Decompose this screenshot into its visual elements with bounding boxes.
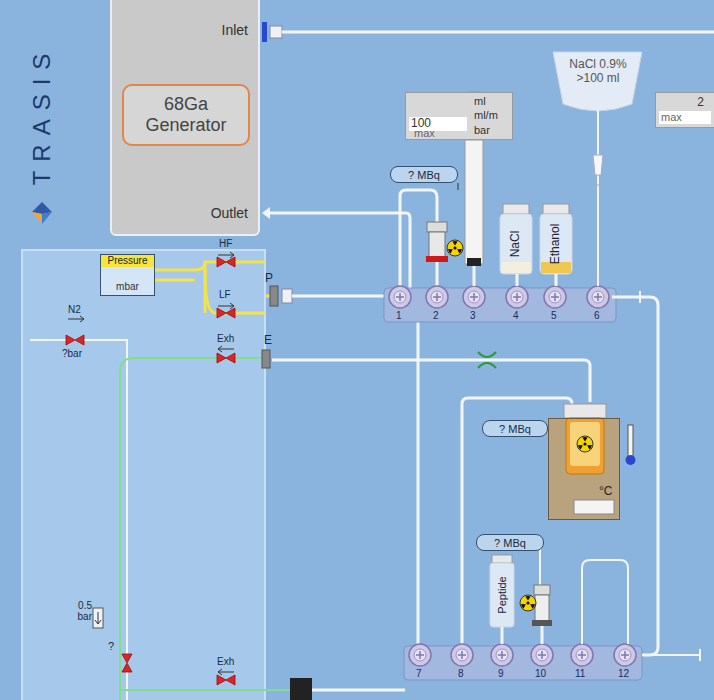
nacl-vial: NaCl — [500, 214, 532, 274]
node-text: ? MBq — [499, 422, 531, 435]
valve-number: 8 — [458, 668, 464, 679]
ethanol-vial: Ethanol — [540, 214, 572, 274]
valve-number: 11 — [575, 668, 585, 679]
node-text: Peptide — [496, 576, 509, 613]
node-text: ? MBq — [408, 168, 440, 181]
syringe-display: 100maxmlml/mbar — [405, 92, 513, 140]
node-text: 68Ga Generator — [130, 94, 242, 135]
node-text: NaCl 0.9% >100 ml — [558, 58, 638, 86]
valve-number: 2 — [433, 310, 439, 321]
node-text: ? MBq — [494, 536, 526, 549]
node-text: Inlet — [222, 22, 248, 38]
generator-name-box: 68Ga Generator — [122, 84, 250, 146]
activity-tag: ? MBq — [476, 534, 544, 551]
gas-name: N2 — [68, 304, 81, 315]
valve-number: 4 — [513, 310, 519, 321]
node-text: Pressure — [101, 255, 154, 267]
node-text: mbar — [101, 281, 154, 293]
valve-number: 5 — [551, 310, 557, 321]
node-text: max — [659, 111, 711, 124]
node-text: ml/m — [474, 109, 498, 122]
node-text: NaCl — [509, 231, 523, 258]
bag-display: 2max — [655, 92, 714, 128]
regulator-value: 0.5 bar — [76, 600, 92, 622]
valve-name: ? — [108, 640, 114, 652]
port-name: P — [265, 272, 273, 285]
valve-name: LF — [219, 289, 231, 300]
node-text: ml — [474, 95, 486, 108]
valve-number: 6 — [594, 310, 600, 321]
valve-number: 1 — [396, 310, 402, 321]
peptide-vial: Peptide — [490, 563, 514, 627]
generator-housing: InletOutlet 68Ga Generator — [110, 0, 260, 236]
valve-number: 10 — [535, 668, 546, 679]
valve-number: 3 — [470, 310, 476, 321]
pressure-value: ?bar — [62, 348, 82, 359]
node-text: Ethanol — [549, 224, 563, 265]
valve-name: Exh — [217, 656, 234, 667]
activity-tag: ? MBq — [482, 420, 548, 437]
valve-number: 7 — [416, 668, 422, 679]
node-text: °C — [599, 485, 612, 499]
activity-tag: ? MBq — [390, 166, 458, 183]
port-name: E — [264, 334, 272, 347]
node-text: 2 — [697, 96, 704, 110]
saline-bag: NaCl 0.9% >100 ml — [556, 54, 640, 102]
pressure-display: Pressure mbar — [100, 254, 155, 296]
node-text: bar — [474, 124, 490, 137]
heater-block: °C — [548, 418, 620, 520]
valve-name: HF — [219, 238, 232, 249]
valve-name: Exh — [217, 333, 234, 344]
node-text: Outlet — [211, 205, 248, 221]
valve-number: 9 — [498, 668, 504, 679]
brand-logo: TRASIS — [29, 45, 55, 186]
node-text: max — [414, 127, 435, 140]
valve-number: 12 — [618, 668, 629, 679]
